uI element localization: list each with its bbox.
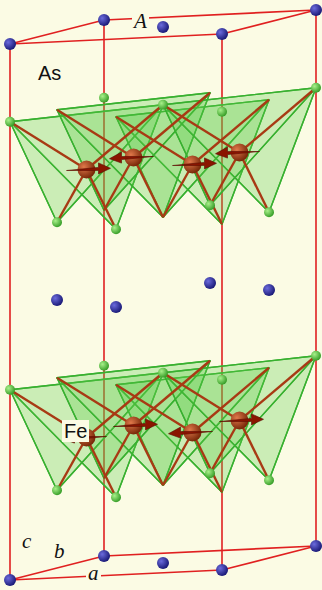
as-atom (264, 207, 274, 217)
tetrahedron (163, 356, 316, 481)
fe-as-bond (240, 153, 270, 213)
fe-as-bond (210, 153, 240, 206)
fe-as-bond (193, 165, 223, 225)
fe-as-bond (104, 158, 134, 211)
fe-as-bond (10, 122, 87, 170)
fe-as-bond (87, 373, 164, 438)
a-atom (110, 301, 122, 313)
as-atom (111, 224, 121, 234)
as-atom (52, 485, 62, 495)
as-atom (217, 107, 227, 117)
tetrahedron (163, 356, 316, 481)
fe-as-bond (210, 421, 240, 474)
as-atom (99, 93, 109, 103)
tetrahedron (163, 356, 316, 474)
as-atom (111, 492, 121, 502)
as-atom (264, 475, 274, 485)
fe-as-bond (57, 110, 134, 158)
a-atom (204, 277, 216, 289)
a-atom (157, 557, 169, 569)
fe-as-bond (104, 426, 134, 479)
fe-as-bond (134, 361, 211, 426)
tetrahedron (163, 88, 316, 213)
atom-label: As (36, 62, 63, 84)
as-atom (205, 200, 215, 210)
axis-label: a (86, 562, 101, 585)
as-atom (158, 368, 168, 378)
a-atom (51, 294, 63, 306)
fe-as-bond (87, 170, 117, 230)
as-atom (5, 117, 15, 127)
axis-label: c (20, 530, 33, 553)
fe-as-bond (163, 373, 240, 421)
fe-as-bond (163, 433, 193, 486)
fe-as-bond (57, 170, 87, 223)
as-atom (311, 351, 321, 361)
fe-as-bond (87, 105, 164, 170)
as-atom (5, 385, 15, 395)
fe-as-bond (57, 378, 134, 426)
spin-arrow (173, 158, 217, 169)
a-atom (310, 540, 322, 552)
cell-edge (104, 546, 316, 556)
site-label: A (132, 10, 149, 33)
tetrahedron (163, 88, 316, 213)
as-atom (158, 100, 168, 110)
fe-as-bond (163, 165, 193, 218)
unit-cell (10, 10, 316, 580)
fe-as-bond (163, 105, 240, 153)
fe-as-bond (240, 356, 317, 421)
tetrahedron (163, 88, 316, 206)
a-atom (310, 4, 322, 16)
fe-as-bond (193, 433, 223, 493)
cell-edge (10, 20, 104, 44)
fe-as-bond (134, 158, 164, 218)
a-atom (263, 284, 275, 296)
feas-layer (5, 351, 321, 503)
spin-arrow (67, 163, 111, 174)
atom-label: Fe (62, 420, 89, 442)
a-atom (216, 564, 228, 576)
as-atom (311, 83, 321, 93)
fe-as-bond (134, 93, 211, 158)
a-atom (216, 28, 228, 40)
axis-label: b (52, 540, 67, 563)
a-atom (98, 550, 110, 562)
a-atom (4, 38, 16, 50)
fe-as-bond (134, 426, 164, 486)
a-atom (4, 574, 16, 586)
fe-as-bond (240, 88, 317, 153)
a-atoms (4, 4, 322, 586)
spin-arrow (114, 419, 158, 430)
fe-as-bond (240, 421, 270, 481)
feas-layer (5, 83, 321, 235)
a-atom (98, 14, 110, 26)
spin-arrow (110, 152, 154, 163)
spin-arrow (220, 414, 264, 425)
as-atom (217, 375, 227, 385)
fe-as-bond (193, 368, 270, 433)
as-atom (205, 468, 215, 478)
spin-arrow (216, 147, 260, 158)
fe-as-bond (57, 438, 87, 491)
spin-arrow (169, 427, 213, 438)
fe-as-bond (87, 438, 117, 498)
fe-as-bond (193, 100, 270, 165)
a-atom (157, 21, 169, 33)
as-atom (52, 217, 62, 227)
as-atom (99, 361, 109, 371)
